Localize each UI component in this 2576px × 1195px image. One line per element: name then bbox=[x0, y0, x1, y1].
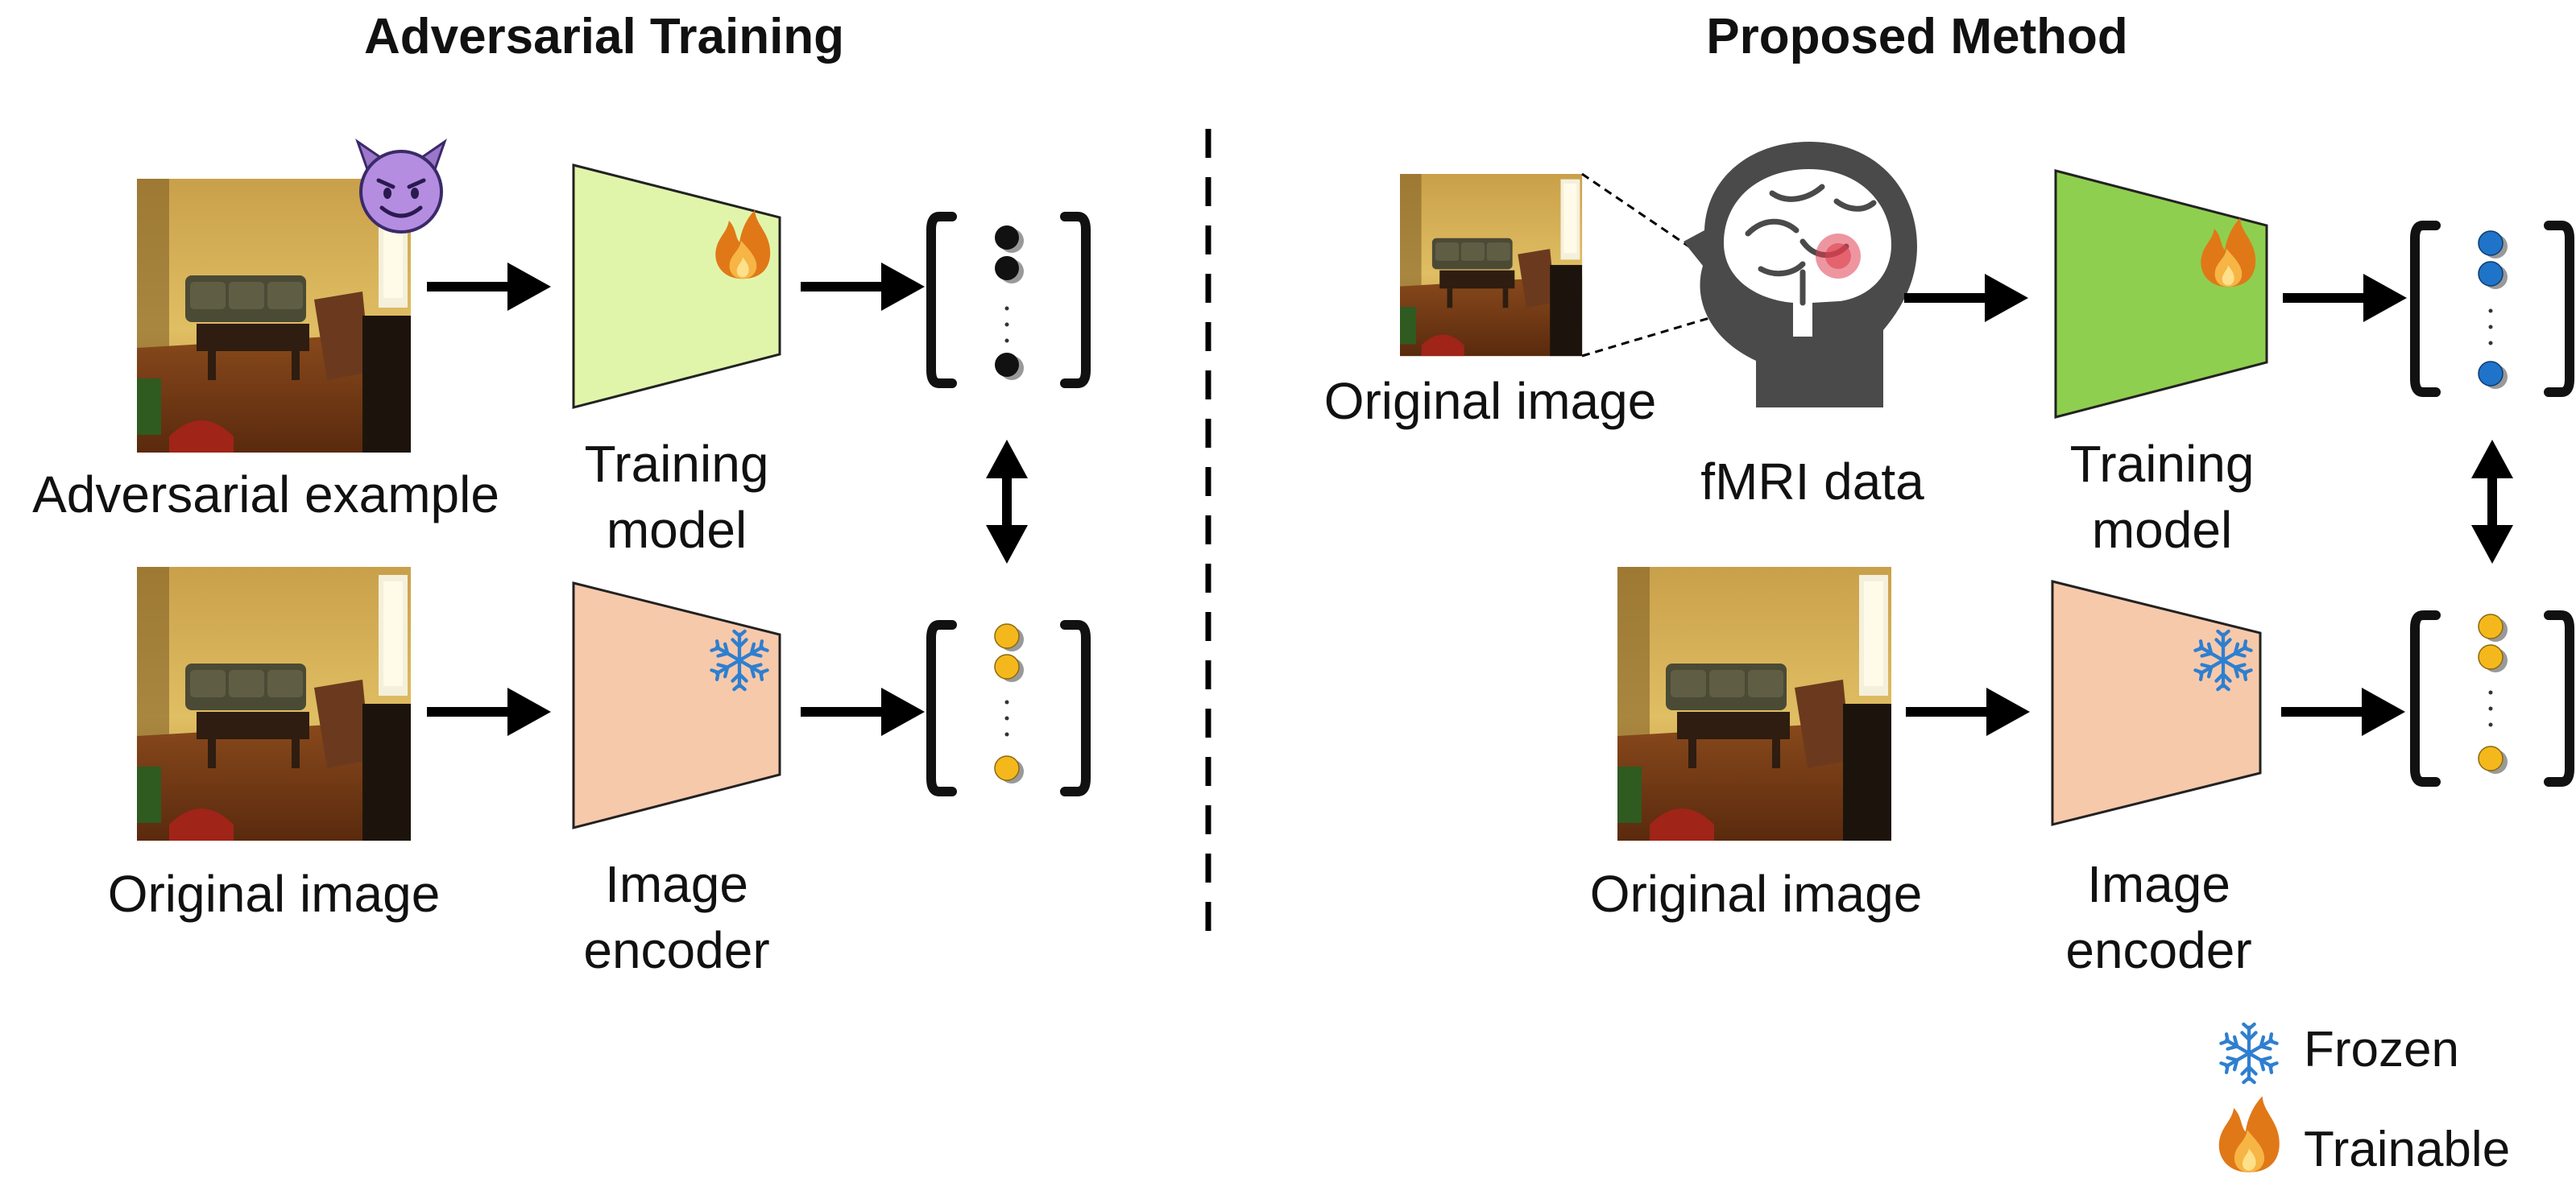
arrow-to-image-encoder-left bbox=[427, 688, 551, 736]
arrow-to-training-model bbox=[427, 263, 551, 311]
right-panel-title: Proposed Method bbox=[1706, 9, 2128, 64]
devil-icon bbox=[355, 139, 447, 234]
legend-snowflake-icon bbox=[2220, 1024, 2277, 1082]
arrow-to-training-model-right bbox=[1904, 274, 2028, 322]
fmri-embedding bbox=[2415, 225, 2570, 392]
original-image-left bbox=[137, 567, 411, 841]
original-image-bottom-label-right: Original image bbox=[1589, 865, 1923, 923]
training-model-label-right-line1: Training bbox=[2069, 435, 2255, 493]
adversarial-embedding bbox=[931, 217, 1086, 383]
legend-trainable-label: Trainable bbox=[2304, 1122, 2511, 1177]
clean-embedding-right bbox=[2415, 614, 2570, 782]
alignment-arrow-left bbox=[986, 440, 1028, 564]
image-encoder-label-right-line1: Image bbox=[2087, 855, 2230, 913]
arrow-to-clean-embedding-left bbox=[801, 688, 925, 736]
training-model-block-right bbox=[2054, 169, 2268, 419]
original-image-label-left: Original image bbox=[107, 865, 441, 923]
image-encoder-block-left bbox=[572, 581, 781, 829]
training-model-label-right-line2: model bbox=[2091, 501, 2233, 559]
image-encoder-label-left-line2: encoder bbox=[583, 921, 770, 979]
arrow-to-adversarial-embedding bbox=[801, 263, 925, 311]
original-image-bottom-right bbox=[1617, 567, 1891, 841]
training-model-label-line1: Training bbox=[584, 435, 769, 493]
original-image-top-right bbox=[1400, 174, 1583, 357]
training-model-label-line2: model bbox=[606, 501, 748, 559]
legend-frozen-label: Frozen bbox=[2304, 1022, 2459, 1077]
training-model-block bbox=[572, 163, 781, 409]
adversarial-example-label: Adversarial example bbox=[32, 465, 499, 523]
image-encoder-label-left-line1: Image bbox=[605, 855, 748, 913]
image-encoder-block-right bbox=[2051, 580, 2262, 826]
original-image-top-label-right: Original image bbox=[1323, 372, 1657, 430]
projection-lines bbox=[1581, 172, 1718, 358]
arrow-to-clean-embedding-right bbox=[2281, 688, 2405, 736]
alignment-arrow-right bbox=[2471, 440, 2513, 564]
image-encoder-label-right-line2: encoder bbox=[2065, 921, 2252, 979]
legend-flame-icon bbox=[2218, 1096, 2280, 1172]
arrow-to-image-encoder-right bbox=[1906, 688, 2030, 736]
adversarial-example-image bbox=[137, 179, 411, 453]
brain-head-icon bbox=[1684, 142, 1917, 407]
fmri-data-label: fMRI data bbox=[1700, 453, 1924, 511]
arrow-to-fmri-embedding bbox=[2283, 274, 2407, 322]
clean-embedding-left bbox=[931, 624, 1086, 792]
left-panel-title: Adversarial Training bbox=[363, 9, 845, 64]
